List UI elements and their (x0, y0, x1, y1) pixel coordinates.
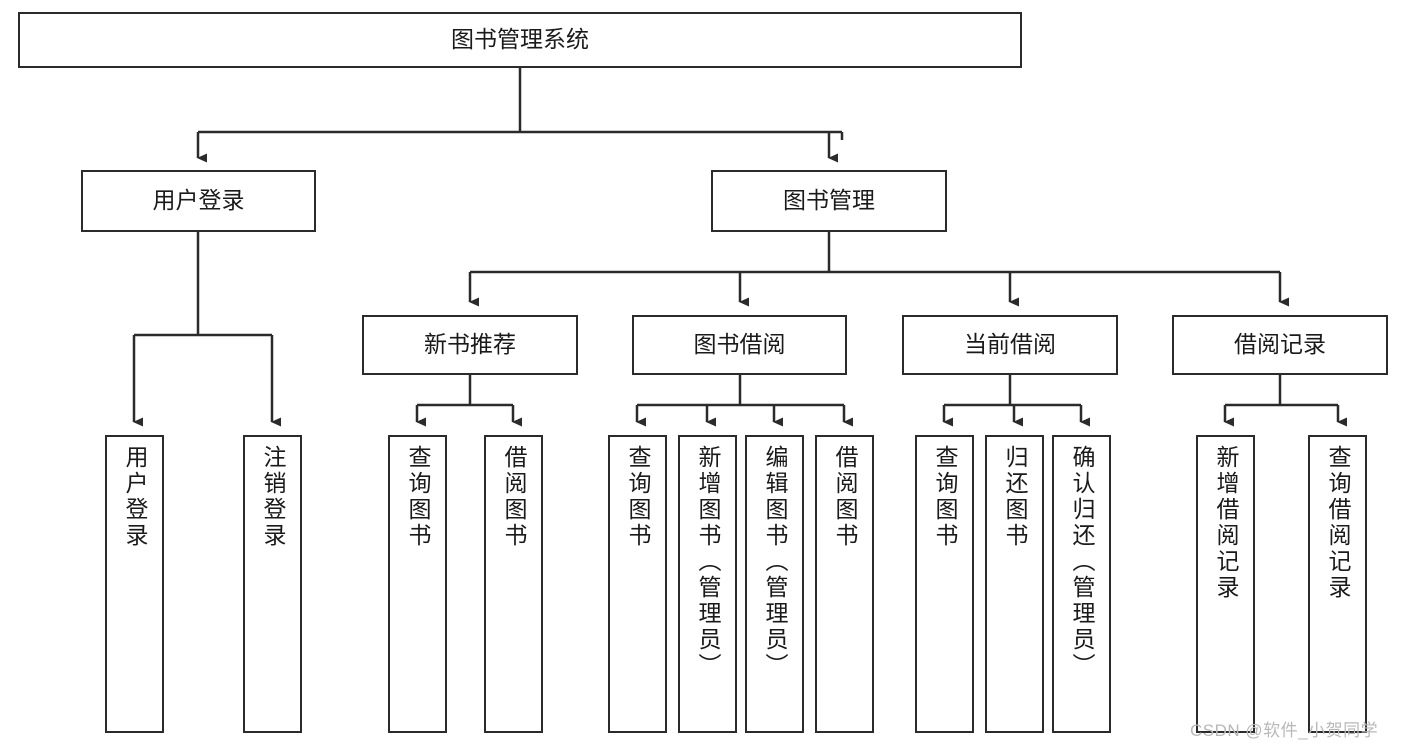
node-new-book-recommendation[interactable]: 新书推荐 (362, 315, 578, 375)
watermark-credit: CSDN @软件_小贺同学 (1190, 721, 1379, 740)
connectors-new-book-rec-to-leaves (415, 375, 522, 427)
leaf-user-login[interactable]: 用户登录 (105, 435, 164, 733)
leaf-query-books-new[interactable]: 查询图书 (388, 435, 447, 733)
node-current-borrowing-label: 当前借阅 (964, 331, 1056, 358)
connectors-root-to-level2 (196, 68, 844, 163)
connectors-borrow-record-to-leaves (1223, 375, 1347, 427)
leaf-add-book-admin[interactable]: 新增图书（管理员） (678, 435, 737, 733)
leaf-confirm-return-admin-label: 确认归还（管理员） (1069, 445, 1095, 679)
node-new-book-recommendation-label: 新书推荐 (424, 331, 516, 358)
node-book-borrowing-label: 图书借阅 (693, 331, 786, 358)
connectors-book-management-to-level3 (468, 232, 1289, 307)
leaf-query-books-new-label: 查询图书 (405, 445, 431, 549)
connectors-user-login-to-leaves (132, 232, 281, 427)
node-borrowing-record[interactable]: 借阅记录 (1172, 315, 1388, 375)
leaf-logout-label: 注销登录 (260, 445, 286, 549)
node-root-system-label: 图书管理系统 (451, 26, 589, 53)
leaf-borrow-books-new-label: 借阅图书 (501, 445, 527, 549)
connectors-current-borrow-to-leaves (942, 375, 1090, 427)
leaf-query-borrow-record-label: 查询借阅记录 (1325, 445, 1351, 601)
leaf-confirm-return-admin[interactable]: 确认归还（管理员） (1052, 435, 1111, 733)
node-user-login-label: 用户登录 (152, 187, 245, 214)
leaf-query-books-borrow-label: 查询图书 (625, 445, 651, 549)
leaf-query-borrow-record[interactable]: 查询借阅记录 (1308, 435, 1367, 733)
leaf-edit-book-admin[interactable]: 编辑图书（管理员） (745, 435, 804, 733)
leaf-borrow-books-label: 借阅图书 (832, 445, 858, 549)
node-book-management[interactable]: 图书管理 (711, 170, 947, 232)
leaf-query-books-current-label: 查询图书 (932, 445, 958, 549)
node-borrowing-record-label: 借阅记录 (1234, 331, 1326, 358)
leaf-query-books-current[interactable]: 查询图书 (915, 435, 974, 733)
leaf-add-borrow-record-label: 新增借阅记录 (1213, 445, 1239, 601)
node-book-borrowing[interactable]: 图书借阅 (632, 315, 847, 375)
leaf-add-borrow-record[interactable]: 新增借阅记录 (1196, 435, 1255, 733)
connectors-book-borrow-to-leaves (635, 375, 853, 427)
node-current-borrowing[interactable]: 当前借阅 (902, 315, 1118, 375)
leaf-user-login-label: 用户登录 (122, 445, 148, 549)
node-root-system[interactable]: 图书管理系统 (18, 12, 1022, 68)
leaf-add-book-admin-label: 新增图书（管理员） (695, 445, 721, 679)
leaf-borrow-books[interactable]: 借阅图书 (815, 435, 874, 733)
leaf-return-books[interactable]: 归还图书 (985, 435, 1044, 733)
leaf-logout[interactable]: 注销登录 (243, 435, 302, 733)
leaf-edit-book-admin-label: 编辑图书（管理员） (762, 445, 788, 679)
leaf-query-books-borrow[interactable]: 查询图书 (608, 435, 667, 733)
node-book-management-label: 图书管理 (783, 187, 875, 214)
node-user-login[interactable]: 用户登录 (81, 170, 316, 232)
leaf-borrow-books-new[interactable]: 借阅图书 (484, 435, 543, 733)
leaf-return-books-label: 归还图书 (1002, 445, 1028, 549)
